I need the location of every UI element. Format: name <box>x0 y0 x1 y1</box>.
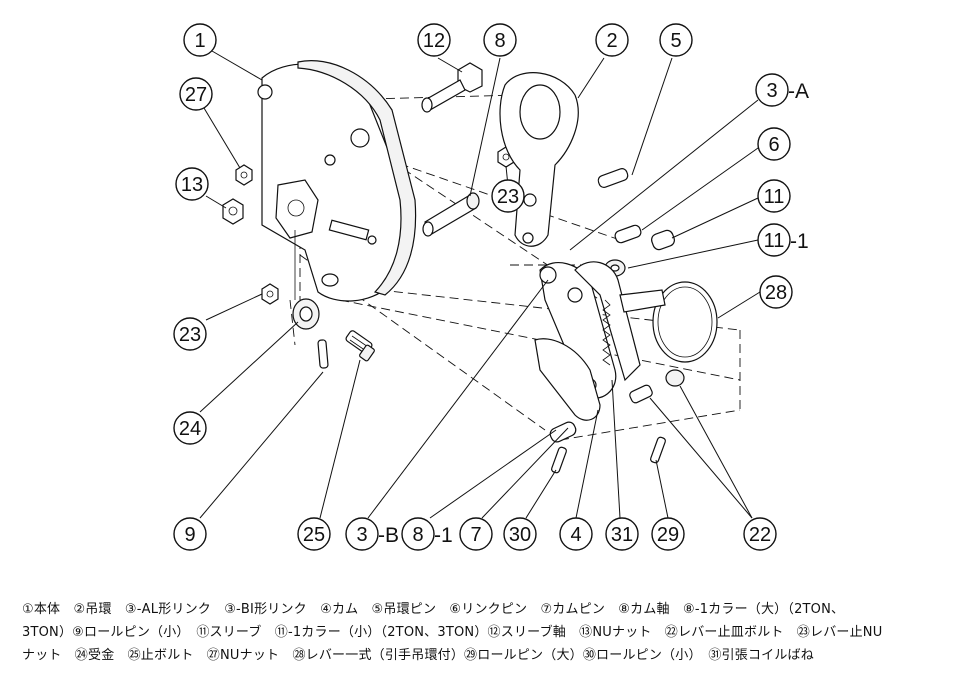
callout-23-mid-label: 23 <box>497 186 519 208</box>
body-plate <box>257 60 417 302</box>
callout-25: 25 <box>297 517 331 551</box>
nut-23-left <box>261 283 279 305</box>
callout-8-1: 8 -1 <box>401 517 453 551</box>
callout-24-label: 24 <box>179 418 201 440</box>
callout-9-label: 9 <box>184 524 195 546</box>
callout-6-label: 6 <box>768 134 779 156</box>
callout-4: 4 <box>559 517 593 551</box>
callout-1-label: 1 <box>194 30 205 52</box>
nut-13 <box>222 198 244 225</box>
callout-11-1-suffix: -1 <box>790 230 809 253</box>
callout-3-b-label: 3 <box>356 524 367 546</box>
callout-28-label: 28 <box>765 282 787 304</box>
callout-12: 12 <box>417 23 451 57</box>
exploded-parts-diagram: 1 27 13 23 24 9 25 3-B 8-1 7 30 4 31 29 … <box>173 23 809 551</box>
callout-30-label: 30 <box>509 524 531 546</box>
callout-8-1-suffix: -1 <box>434 524 453 547</box>
callout-29: 29 <box>651 517 685 551</box>
roll-pin-30 <box>551 446 567 474</box>
callout-11: 11 <box>757 179 791 213</box>
link-pin-5 <box>597 168 629 188</box>
callout-7: 7 <box>459 517 493 551</box>
callout-3-b: 3 -B <box>345 517 399 551</box>
callout-28: 28 <box>759 275 793 309</box>
callout-4-label: 4 <box>570 524 581 546</box>
callout-9: 9 <box>173 517 207 551</box>
nut-27 <box>235 164 253 186</box>
parts-legend: ①本体 ②吊環 ③-AL形リンク ③-BI形リンク ④カム ⑤吊環ピン ⑥リンク… <box>22 598 972 667</box>
callout-13: 13 <box>175 167 209 201</box>
callout-13-label: 13 <box>181 174 203 196</box>
callout-27: 27 <box>179 77 213 111</box>
callout-11-1: 11-1 <box>757 223 809 257</box>
roll-pin-9 <box>317 339 329 369</box>
legend-line-1: ①本体 ②吊環 ③-AL形リンク ③-BI形リンク ④カム ⑤吊環ピン ⑥リンク… <box>22 602 845 617</box>
callout-3-b-suffix: -B <box>378 524 399 547</box>
callout-23-left-label: 23 <box>179 324 201 346</box>
link-pin-6 <box>614 224 642 244</box>
callout-6: 6 <box>757 127 791 161</box>
suspension-ring-2 <box>499 72 579 247</box>
lever-assembly-28 <box>619 281 718 363</box>
sleeve-shaft-12 <box>421 62 483 113</box>
cam-shaft-8 <box>422 192 480 237</box>
callout-23-left: 23 <box>173 317 207 351</box>
roll-pin-29 <box>650 436 666 464</box>
callout-3-a-suffix: -A <box>788 80 809 103</box>
sleeve-11 <box>651 229 675 251</box>
callout-8: 8 <box>483 23 517 57</box>
callout-5-label: 5 <box>670 30 681 52</box>
callout-7-label: 7 <box>470 524 481 546</box>
callout-23-mid: 23 <box>491 179 525 213</box>
callout-31: 31 <box>605 517 639 551</box>
callout-27-label: 27 <box>185 84 207 106</box>
callout-25-label: 25 <box>303 524 325 546</box>
callout-30: 30 <box>503 517 537 551</box>
callout-22-label: 22 <box>749 524 771 546</box>
callout-11-1-label: 11 <box>764 230 785 252</box>
legend-line-3: ナット ㉔受金 ㉕止ボルト ㉗NUナット ㉘レバー一式（引手吊環付）㉙ロールピン… <box>22 648 814 663</box>
callout-3-a-label: 3 <box>766 80 777 102</box>
callout-1: 1 <box>183 23 217 57</box>
coil-spring-31 <box>602 299 611 366</box>
stop-bolt-25 <box>345 330 375 362</box>
callout-5: 5 <box>659 23 693 57</box>
callout-12-label: 12 <box>423 30 445 52</box>
callout-2-label: 2 <box>606 30 617 52</box>
cam-pin-7 <box>549 421 577 443</box>
callout-2: 2 <box>595 23 629 57</box>
plate-bolt-22 <box>629 369 685 404</box>
cam-4 <box>534 338 601 421</box>
leader-lines <box>199 50 761 519</box>
callout-24: 24 <box>173 411 207 445</box>
washer-24 <box>292 298 320 330</box>
legend-line-2: 3TON）⑨ロールピン（小） ⑪スリーブ ⑪-1カラー（小）（2TON、3TON… <box>22 625 883 640</box>
callout-11-label: 11 <box>764 186 785 208</box>
link-plates-3 <box>539 261 641 399</box>
callout-8-label: 8 <box>494 30 505 52</box>
callout-8-1-label: 8 <box>412 524 423 546</box>
callout-22: 22 <box>743 517 777 551</box>
callout-3-a: 3 -A <box>755 73 809 107</box>
callout-29-label: 29 <box>657 524 679 546</box>
callout-31-label: 31 <box>611 524 633 546</box>
